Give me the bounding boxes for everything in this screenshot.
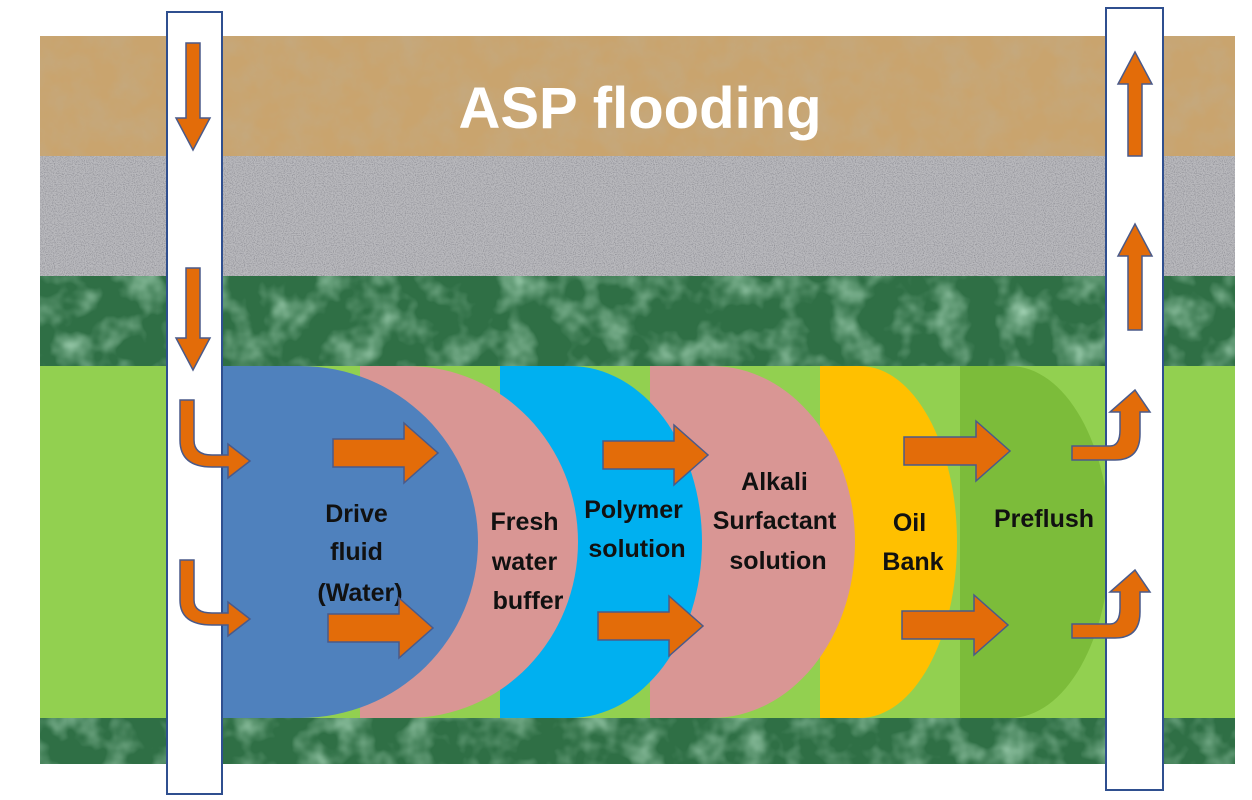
zone-label-line: (Water) (317, 579, 402, 607)
zone-label-line: Fresh (490, 508, 558, 536)
zone-label-line: Oil (893, 509, 926, 537)
bend-up-arrow-icon (1071, 568, 1152, 639)
up-arrow-icon (1116, 50, 1154, 157)
flow-arrows (327, 419, 1012, 660)
zone-label-line: fluid (330, 538, 383, 566)
down-arrow-icon (174, 42, 212, 152)
flow-arrow-icon (901, 593, 1010, 657)
zone-label-alkali-surfactant-solution: Alkali Surfactant solution (713, 468, 844, 575)
granite-texture (40, 156, 1235, 276)
zone-label-line: Preflush (994, 505, 1094, 533)
down-arrow-icon (174, 267, 212, 372)
sandstone-texture (40, 36, 1235, 156)
zone-label-line: solution (588, 535, 685, 563)
zone-label-drive-fluid: Drive fluid (Water) (317, 500, 402, 607)
zone-label-line: Bank (882, 548, 943, 576)
zone-labels: Drive fluid (Water) Fresh water buffer P… (317, 468, 1094, 615)
flow-arrow-icon (597, 594, 705, 658)
zone-label-preflush: Preflush (994, 505, 1094, 533)
flow-arrow-icon (327, 596, 435, 660)
zone-label-line: Drive (325, 500, 388, 528)
zone-label-oil-bank: Oil Bank (882, 509, 943, 576)
green-rock-bottom-texture (40, 718, 1235, 764)
zone-label-line: solution (729, 547, 826, 575)
zone-label-polymer-solution: Polymer solution (584, 496, 690, 563)
page-title: ASP flooding (458, 76, 821, 141)
zone-label-line: buffer (493, 587, 564, 615)
flow-arrow-icon (602, 423, 710, 487)
production-well (1071, 7, 1164, 791)
zone-label-fresh-water-buffer: Fresh water buffer (490, 508, 565, 615)
injection-well (166, 11, 252, 795)
green-rock-texture (40, 276, 1235, 366)
flow-arrow-icon (332, 421, 440, 485)
flow-arrow-icon (903, 419, 1012, 483)
zone-label-line: water (491, 548, 558, 576)
bend-up-arrow-icon (1071, 388, 1152, 461)
bend-right-arrow-icon (179, 559, 252, 638)
zone-label-line: Polymer (584, 496, 683, 524)
bend-right-arrow-icon (179, 399, 252, 480)
zone-label-line: Surfactant (713, 507, 837, 535)
zone-label-line: Alkali (741, 468, 808, 496)
up-arrow-icon (1116, 222, 1154, 331)
